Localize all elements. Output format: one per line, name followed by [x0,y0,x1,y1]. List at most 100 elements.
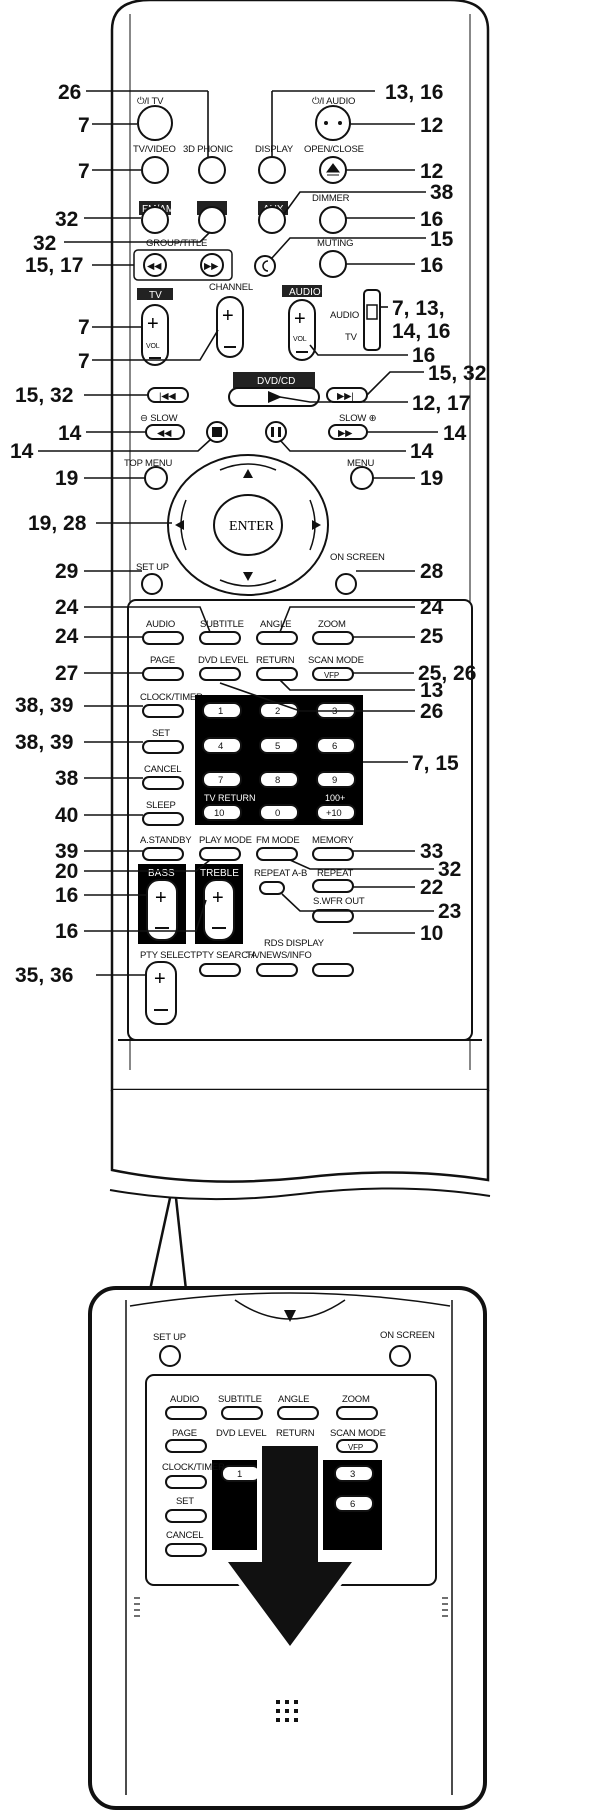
enter-button[interactable] [213,494,283,556]
inset-digit-6-button[interactable] [334,1495,374,1512]
vfp-button[interactable] [312,667,354,681]
return-button[interactable] [256,667,298,681]
slow-forward-button[interactable]: ▶▶ [328,424,368,440]
audio-tv-switch[interactable] [363,289,381,351]
clock-timer-button[interactable] [142,704,184,718]
aux-button[interactable] [258,206,286,234]
3d-phonic-button[interactable] [198,156,226,184]
inset-on-screen-button[interactable] [389,1345,411,1367]
digit-1-button[interactable]: 1 [202,702,242,719]
digit-2-label: 2 [275,706,280,717]
rds-display-button[interactable] [312,963,354,977]
memory-button[interactable] [312,847,354,861]
channel-rocker[interactable]: + [216,296,244,358]
return-label: RETURN [256,655,295,666]
pause-button[interactable] [265,421,287,443]
inset-angle-button[interactable] [277,1406,319,1420]
inset-cancel-button[interactable] [165,1543,207,1557]
inset-set-up-button[interactable] [159,1345,181,1367]
power-tv-button[interactable] [137,105,173,141]
return-arrow-button[interactable] [254,255,276,277]
subtitle-button[interactable] [199,631,241,645]
fm-mode-button[interactable] [256,847,298,861]
on-screen-button[interactable] [335,573,357,595]
next-track-button[interactable]: ▶▶| [326,387,368,403]
inset-audio-button[interactable] [165,1406,207,1420]
sleep-button[interactable] [142,812,184,826]
inset-page-button[interactable] [165,1439,207,1453]
digit-8-button[interactable]: 8 [259,771,299,788]
cancel-button[interactable] [142,776,184,790]
tv-video-button[interactable] [141,156,169,184]
audio-vol-rocker[interactable]: + VOL [288,299,316,361]
digit-6-button[interactable]: 6 [316,737,356,754]
power-audio-button[interactable] [315,105,351,141]
callout-15-32b: 15, 32 [428,362,486,385]
open-close-button[interactable] [319,156,347,184]
up-arrow-icon [243,469,253,478]
callout-16e: 16 [55,920,78,943]
callout-16b: 16 [420,254,443,277]
callout-14d: 14 [410,440,434,463]
callout-24a: 24 [55,596,79,619]
stop-icon [212,427,222,437]
inset-zoom-button[interactable] [336,1406,378,1420]
zoom-button[interactable] [312,631,354,645]
play-icon [268,391,282,403]
set-up-button[interactable] [141,573,163,595]
prev-track-button[interactable]: |◀◀ [147,387,189,403]
inset-subtitle-button[interactable] [221,1406,263,1420]
pty-search-button[interactable] [199,963,241,977]
repeat-button[interactable] [312,879,354,893]
inset-clock-timer-button[interactable] [165,1475,207,1489]
play-button[interactable] [228,387,320,407]
callout-38-39a: 38, 39 [15,694,73,717]
inset-digit-3-button[interactable] [334,1465,374,1482]
svg-text:+: + [155,887,167,909]
inset-vfp-button[interactable] [336,1439,378,1453]
set-button[interactable] [142,740,184,754]
callout-16c: 16 [412,344,435,367]
dimmer-button[interactable] [319,206,347,234]
page-button[interactable] [142,667,184,681]
group-prev-button[interactable]: ◀◀ [143,253,167,277]
inset-set-button[interactable] [165,1509,207,1523]
bass-rocker[interactable]: + [146,879,178,941]
audio-button[interactable] [142,631,184,645]
ta-news-info-button[interactable] [256,963,298,977]
plus-10-button[interactable]: +10 [316,804,356,821]
treble-rocker[interactable]: + [203,879,235,941]
menu-button[interactable] [350,466,374,490]
digit-0-label: 0 [275,808,280,819]
ta-news-info-label: TA/NEWS/INFO [246,950,312,961]
pty-select-rocker[interactable]: + [145,961,177,1025]
slow-reverse-button[interactable]: ◀◀ [145,424,185,440]
digit-10-button[interactable]: 10 [202,804,242,821]
stop-button[interactable] [206,421,228,443]
digit-2-button[interactable]: 2 [259,702,299,719]
top-menu-button[interactable] [144,466,168,490]
inset-digit-3-label: 3 [350,1469,355,1480]
fm-am-button[interactable] [141,206,169,234]
inset-page-label: PAGE [172,1428,197,1439]
display-button[interactable] [258,156,286,184]
digit-0-button[interactable]: 0 [259,804,299,821]
play-mode-button[interactable] [199,847,241,861]
prev-track-icon: |◀◀ [159,391,176,402]
group-next-button[interactable]: ▶▶ [200,253,224,277]
callout-13-16: 13, 16 [385,81,443,104]
s-wfr-out-button[interactable] [312,909,354,923]
repeat-ab-button[interactable] [259,881,285,895]
muting-button[interactable] [319,250,347,278]
tv-vol-rocker[interactable]: + VOL [141,304,169,366]
blank-button[interactable] [198,206,226,234]
top-menu-label: TOP MENU [124,458,173,469]
digit-7-button[interactable]: 7 [202,771,242,788]
digit-4-button[interactable]: 4 [202,737,242,754]
digit-9-button[interactable]: 9 [316,771,356,788]
svg-text:+: + [154,968,166,990]
angle-button[interactable] [256,631,298,645]
a-standby-button[interactable] [142,847,184,861]
dvd-level-button[interactable] [199,667,241,681]
digit-5-button[interactable]: 5 [259,737,299,754]
